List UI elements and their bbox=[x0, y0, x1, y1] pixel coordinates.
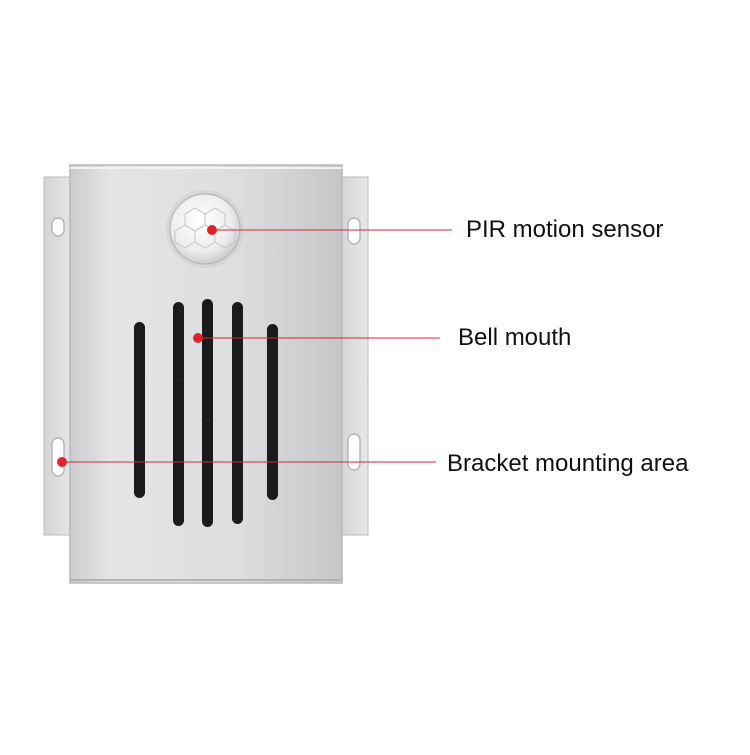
right-top-mount-hole bbox=[347, 217, 361, 245]
pir-lens bbox=[166, 190, 244, 268]
left-bracket bbox=[43, 176, 75, 536]
grille-slot bbox=[232, 302, 243, 524]
grille-slot bbox=[267, 324, 278, 500]
right-bracket bbox=[337, 176, 369, 536]
grille-slot bbox=[202, 299, 213, 527]
bell-callout-dot bbox=[193, 333, 203, 343]
left-bottom-mount-hole bbox=[51, 437, 65, 477]
right-bottom-mount-hole bbox=[347, 433, 361, 471]
pir-callout-dot bbox=[207, 225, 217, 235]
speaker-grille bbox=[134, 299, 278, 527]
bracket-callout-dot bbox=[57, 457, 67, 467]
grille-slot bbox=[173, 302, 184, 526]
left-top-mount-hole bbox=[51, 217, 65, 237]
callout-lines bbox=[57, 225, 452, 467]
grille-slot bbox=[134, 322, 145, 498]
bracket-mounting-area-label: Bracket mounting area bbox=[447, 450, 689, 477]
pir-motion-sensor-label: PIR motion sensor bbox=[466, 216, 664, 243]
bell-mouth-label: Bell mouth bbox=[458, 324, 572, 351]
